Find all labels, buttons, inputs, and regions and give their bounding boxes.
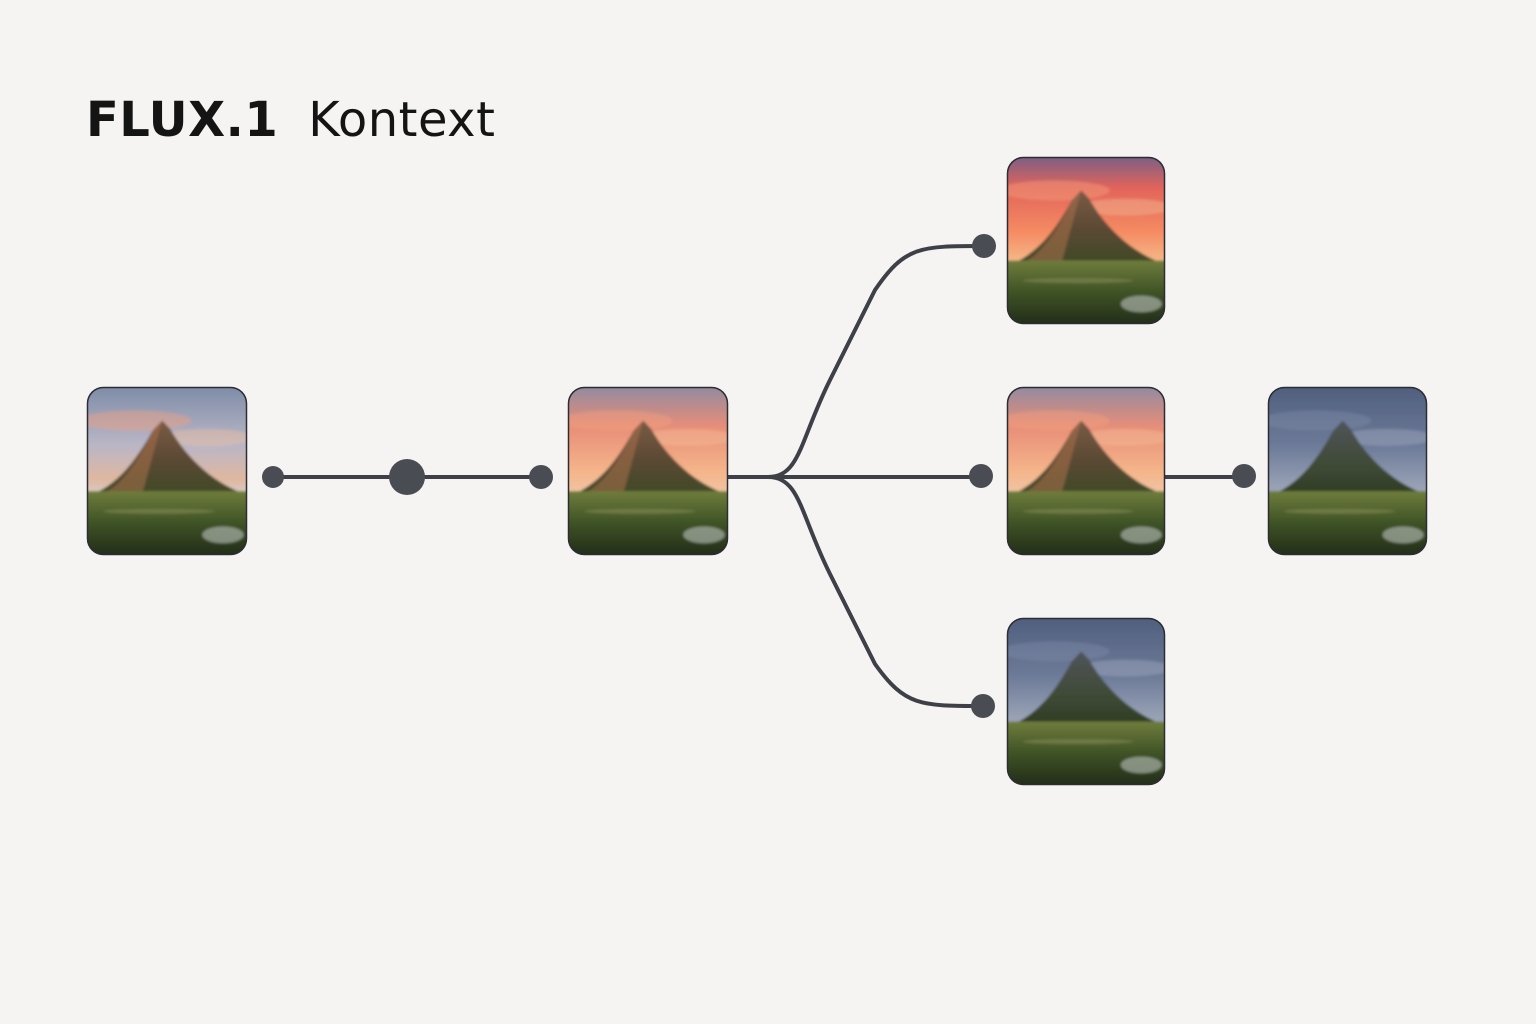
ground bbox=[1007, 260, 1165, 324]
image-tile-edit-1 bbox=[567, 386, 729, 556]
title-product: Kontext bbox=[308, 92, 496, 148]
node-hub-prompt bbox=[389, 459, 425, 495]
image-tile-variant-warm bbox=[1006, 386, 1166, 556]
ground bbox=[1007, 721, 1165, 785]
image-tile-variant-storm bbox=[1006, 617, 1166, 786]
connector-branch-top bbox=[726, 244, 987, 479]
page-title: FLUX.1 Kontext bbox=[86, 92, 495, 148]
ground bbox=[568, 491, 728, 555]
image-tile-input bbox=[86, 386, 248, 556]
node-dot-edit-in bbox=[529, 465, 553, 489]
node-dot-bottom-in bbox=[971, 694, 995, 718]
ground bbox=[1268, 491, 1427, 555]
title-brand: FLUX.1 bbox=[86, 92, 279, 148]
connector-branch-bottom bbox=[766, 475, 985, 708]
node-dot-input-out bbox=[262, 466, 284, 488]
node-dot-final-in bbox=[1232, 464, 1256, 488]
ground bbox=[1007, 491, 1165, 555]
mountain bbox=[1268, 420, 1427, 498]
image-tile-final bbox=[1267, 386, 1428, 556]
ground bbox=[87, 491, 247, 555]
node-dot-top-in bbox=[972, 234, 996, 258]
mountain bbox=[1007, 651, 1165, 728]
image-tile-variant-sunset bbox=[1006, 156, 1166, 325]
node-dot-middle-in bbox=[969, 464, 993, 488]
